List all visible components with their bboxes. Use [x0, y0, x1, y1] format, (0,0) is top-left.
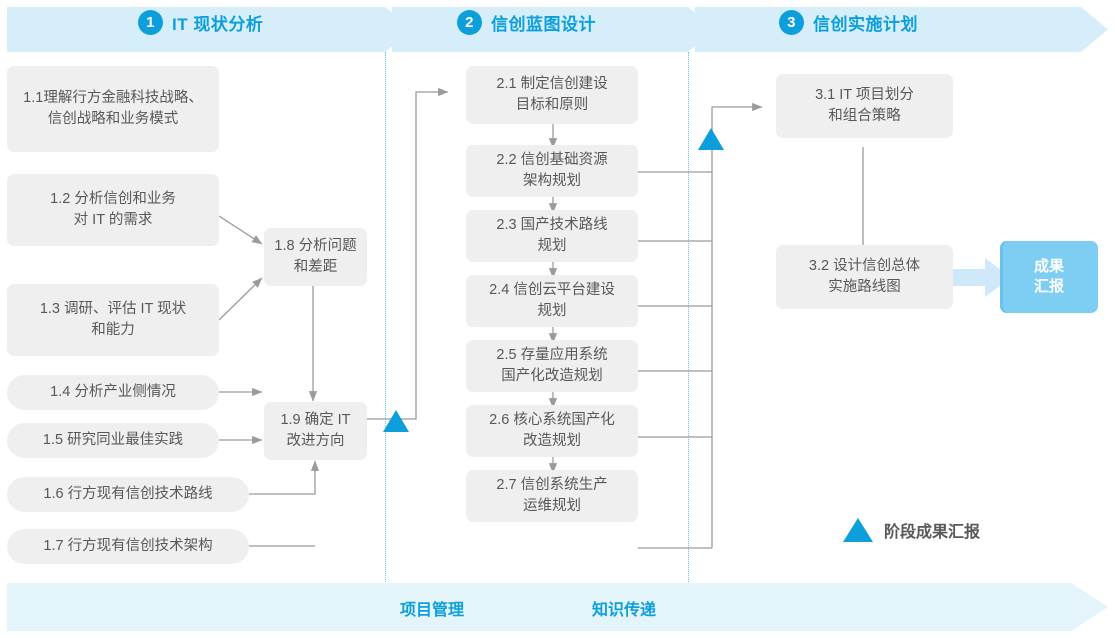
node-3-1[interactable]: 3.1 IT 项目划分 和组合策略 — [776, 74, 953, 138]
phase-separator-1 — [385, 52, 386, 582]
phase-3-number: 3 — [779, 9, 804, 35]
legend: 阶段成果汇报 — [843, 518, 980, 542]
phase-1-title: IT 现状分析 — [172, 14, 264, 34]
phase-3-header: 3 信创实施计划 — [779, 7, 918, 37]
node-2-7[interactable]: 2.7 信创系统生产 运维规划 — [466, 470, 638, 522]
footer-band — [7, 583, 1108, 631]
node-2-1[interactable]: 2.1 制定信创建设 目标和原则 — [466, 66, 638, 124]
node-1-6[interactable]: 1.6 行方现有信创技术路线 — [7, 477, 249, 512]
phase-separator-2 — [688, 52, 689, 582]
milestone-triangle-icon — [843, 518, 873, 542]
node-3-2[interactable]: 3.2 设计信创总体 实施路线图 — [776, 245, 953, 309]
footer-project-management: 项目管理 — [400, 602, 465, 619]
node-2-6[interactable]: 2.6 核心系统国产化 改造规划 — [466, 405, 638, 457]
phase-1-number: 1 — [138, 9, 163, 35]
node-1-5[interactable]: 1.5 研究同业最佳实践 — [7, 423, 219, 458]
node-1-4[interactable]: 1.4 分析产业侧情况 — [7, 375, 219, 410]
phase-1-header: 1 IT 现状分析 — [138, 7, 263, 37]
footer-knowledge-transfer: 知识传递 — [592, 602, 657, 619]
phase-3-title: 信创实施计划 — [813, 14, 918, 34]
node-2-3[interactable]: 2.3 国产技术路线 规划 — [466, 210, 638, 262]
milestone-triangle-phase2 — [698, 128, 724, 150]
phase-2-title: 信创蓝图设计 — [491, 14, 596, 34]
milestone-triangle-phase1 — [383, 410, 409, 432]
deliverable-badge[interactable]: 成果 汇报 — [1000, 241, 1098, 313]
node-1-9[interactable]: 1.9 确定 IT 改进方向 — [264, 402, 367, 460]
node-2-5[interactable]: 2.5 存量应用系统 国产化改造规划 — [466, 340, 638, 392]
node-1-1[interactable]: 1.1理解行方金融科技战略、 信创战略和业务模式 — [7, 66, 219, 152]
node-2-2[interactable]: 2.2 信创基础资源 架构规划 — [466, 145, 638, 197]
phase-2-header: 2 信创蓝图设计 — [457, 7, 596, 37]
node-2-4[interactable]: 2.4 信创云平台建设 规划 — [466, 275, 638, 327]
node-1-2[interactable]: 1.2 分析信创和业务 对 IT 的需求 — [7, 174, 219, 246]
node-1-8[interactable]: 1.8 分析问题 和差距 — [264, 228, 367, 286]
phase-2-number: 2 — [457, 9, 482, 35]
node-1-3[interactable]: 1.3 调研、评估 IT 现状 和能力 — [7, 284, 219, 356]
legend-label: 阶段成果汇报 — [884, 524, 981, 541]
node-1-7[interactable]: 1.7 行方现有信创技术架构 — [7, 529, 249, 564]
